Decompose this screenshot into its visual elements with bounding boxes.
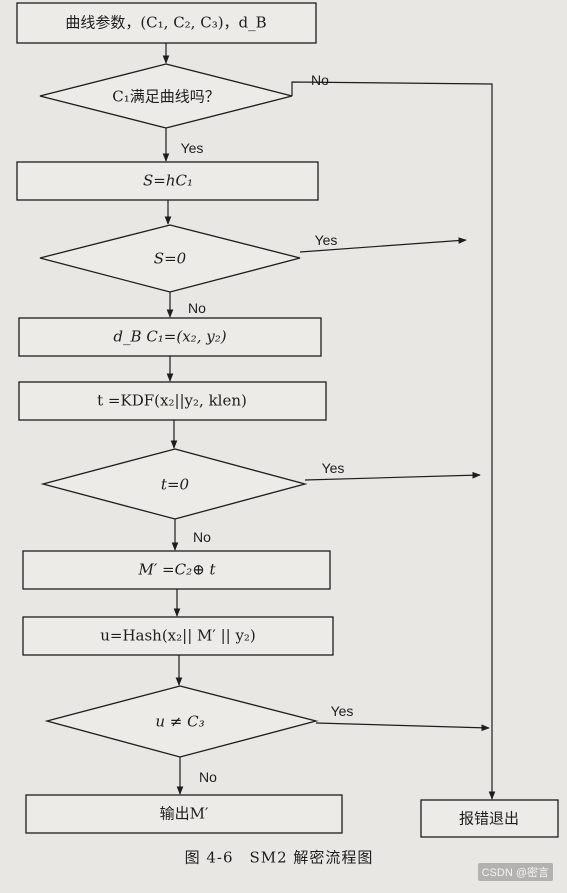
s-no-label: No — [188, 300, 206, 316]
u-no-label: No — [199, 769, 217, 785]
t-yes-label: Yes — [321, 460, 345, 476]
check-no-label: No — [311, 72, 329, 88]
check-curve-label: C₁满足曲线吗？ — [112, 87, 220, 106]
error-label: 报错退出 — [458, 809, 520, 828]
output-label: 输出M′ — [159, 804, 209, 823]
edge-tzero-yes — [304, 471, 481, 481]
output-box — [25, 794, 343, 834]
edge-szero-yes — [299, 237, 467, 253]
input-box — [16, 2, 317, 44]
check-yes-label: Yes — [180, 140, 204, 156]
u-yes-label: Yes — [330, 703, 354, 719]
watermark: CSDN @密言 — [477, 863, 553, 881]
point-label: d_B C₁=(x₂, y₂) — [113, 327, 227, 346]
t-zero-label: t=0 — [160, 475, 190, 494]
s-yes-label: Yes — [314, 232, 338, 248]
s-zero-label: S=0 — [153, 249, 187, 268]
input-label: 曲线参数，(C₁, C₂, C₃)，d_B — [65, 13, 267, 32]
figure-caption: 图 4-6 SM2 解密流程图 — [184, 848, 374, 867]
message-label: M′ =C₂⊕ t — [138, 560, 216, 579]
edge-compare-yes — [315, 722, 490, 732]
edge-check-no — [291, 81, 496, 800]
kdf-label: t =KDF(x₂||y₂, klen) — [97, 391, 247, 410]
message-box — [22, 550, 331, 590]
hash-box — [22, 616, 334, 656]
compare-label: u ≠ C₃ — [155, 712, 205, 731]
error-box — [420, 799, 559, 838]
kdf-box — [18, 381, 327, 421]
compute-s-label: S=hC₁ — [143, 171, 193, 190]
hash-label: u=Hash(x₂|| M′ || y₂) — [100, 626, 256, 645]
t-no-label: No — [193, 529, 211, 545]
